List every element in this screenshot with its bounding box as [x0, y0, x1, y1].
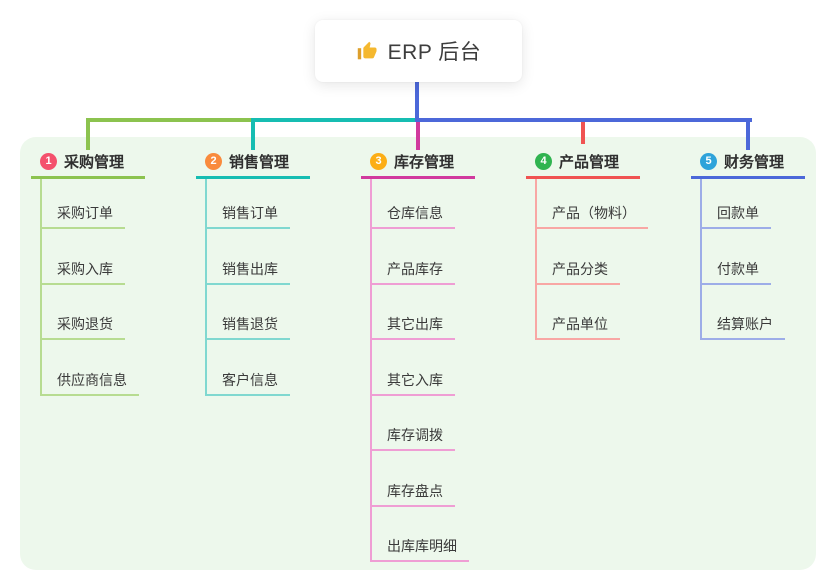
branch-header-1[interactable]: 1 采购管理 — [31, 146, 145, 179]
mindmap-node[interactable]: 销售订单 — [205, 199, 290, 229]
branch-title: 采购管理 — [64, 153, 125, 171]
branch-spine-line — [535, 179, 537, 340]
mindmap-node[interactable]: 出库库明细 — [370, 532, 469, 562]
branch-spine-line — [205, 179, 207, 396]
branch-header-3[interactable]: 3 库存管理 — [361, 146, 475, 179]
branches-panel — [20, 137, 816, 570]
branch-header-2[interactable]: 2 销售管理 — [196, 146, 310, 179]
branch-title: 产品管理 — [559, 153, 620, 171]
thumbs-up-icon — [357, 41, 377, 60]
branch-drop-line — [416, 122, 420, 150]
branch-spine-line — [40, 179, 42, 396]
branch-drop-line — [581, 122, 585, 144]
branch-title: 销售管理 — [229, 153, 290, 171]
mindmap-node[interactable]: 供应商信息 — [40, 366, 139, 396]
mindmap-node[interactable]: 其它入库 — [370, 366, 455, 396]
mindmap-node[interactable]: 结算账户 — [700, 310, 785, 340]
branch-number-badge: 2 — [205, 152, 222, 170]
mindmap-node[interactable]: 采购退货 — [40, 310, 125, 340]
mindmap-node[interactable]: 回款单 — [700, 199, 771, 229]
mindmap-node[interactable]: 客户信息 — [205, 366, 290, 396]
branch-spine-line — [370, 179, 372, 562]
branch-header-4[interactable]: 4 产品管理 — [526, 146, 640, 179]
root-node[interactable]: ERP 后台 — [315, 20, 522, 82]
mindmap-node[interactable]: 其它出库 — [370, 310, 455, 340]
branch-title: 财务管理 — [724, 153, 785, 171]
branch-number-badge: 4 — [535, 152, 552, 170]
mindmap-node[interactable]: 付款单 — [700, 255, 771, 285]
branch-spine-line — [700, 179, 702, 340]
branch-drop-line — [746, 118, 750, 150]
mindmap-node[interactable]: 产品单位 — [535, 310, 620, 340]
branch-number-badge: 5 — [700, 152, 717, 170]
branch-drop-line — [86, 118, 90, 150]
rail-segment — [251, 118, 420, 122]
mindmap-node[interactable]: 销售退货 — [205, 310, 290, 340]
root-connector-line — [415, 82, 419, 122]
mindmap-node[interactable]: 产品分类 — [535, 255, 620, 285]
mindmap-node[interactable]: 库存调拨 — [370, 421, 455, 451]
mindmap-node[interactable]: 仓库信息 — [370, 199, 455, 229]
mindmap-node[interactable]: 采购订单 — [40, 199, 125, 229]
branch-number-badge: 1 — [40, 152, 57, 170]
mindmap-node[interactable]: 产品库存 — [370, 255, 455, 285]
mindmap-node[interactable]: 销售出库 — [205, 255, 290, 285]
rail-segment — [86, 118, 255, 122]
branch-title: 库存管理 — [394, 153, 455, 171]
rail-segment — [415, 118, 752, 122]
root-label: ERP 后台 — [387, 41, 482, 64]
mindmap-node[interactable]: 采购入库 — [40, 255, 125, 285]
branch-drop-line — [251, 118, 255, 150]
mindmap-node[interactable]: 库存盘点 — [370, 477, 455, 507]
mindmap-node[interactable]: 产品（物料） — [535, 199, 648, 229]
branch-header-5[interactable]: 5 财务管理 — [691, 146, 805, 179]
branch-number-badge: 3 — [370, 152, 387, 170]
